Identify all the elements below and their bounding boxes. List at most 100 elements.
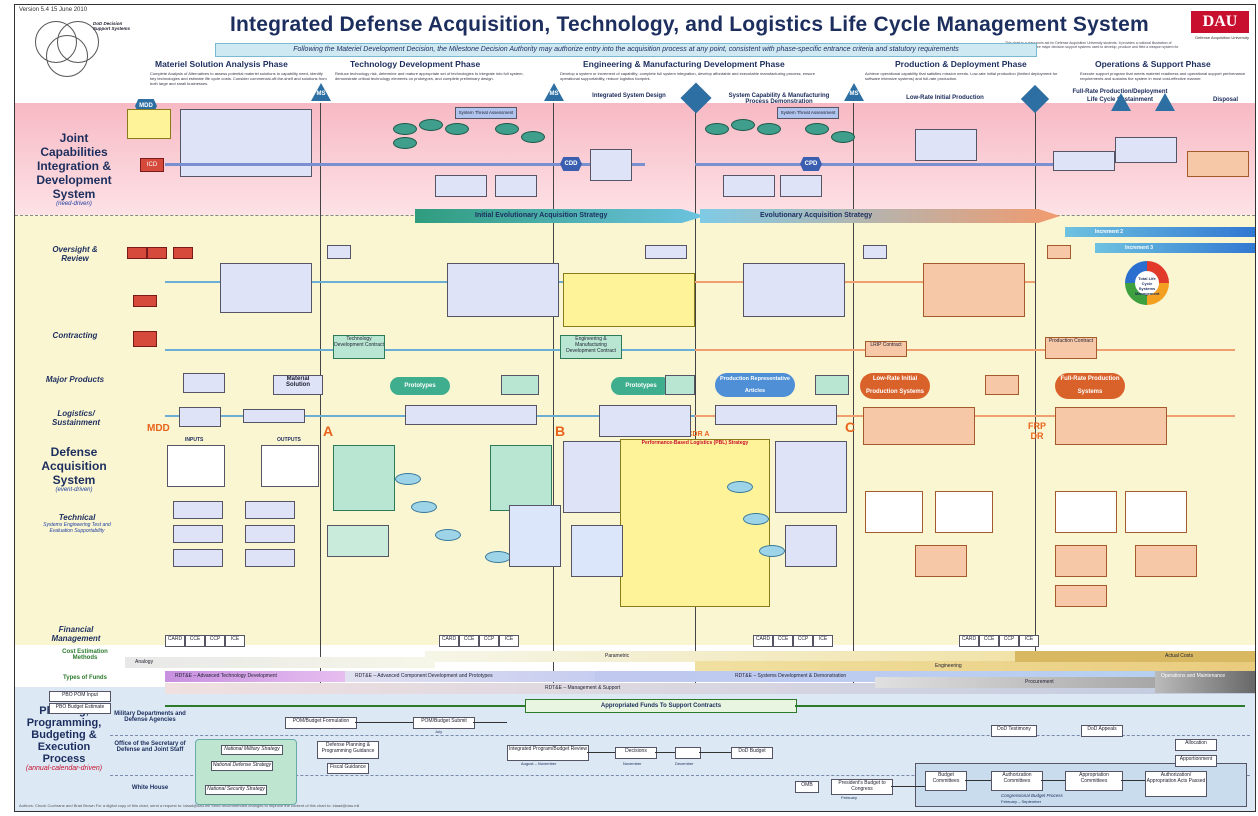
oversight-box: [645, 245, 687, 259]
november-label: November: [623, 761, 642, 766]
appropriated-line: [165, 705, 525, 707]
pbo-pom-input: PBO POM Input: [49, 691, 111, 702]
ppbe-military-depts: Military Departments and Defense Agencie…: [114, 711, 186, 723]
cce-box: CCE: [459, 635, 479, 647]
sta-box: System Threat Assessment: [777, 107, 839, 119]
oversight-box: [327, 245, 351, 259]
technical-outputs-box: [261, 445, 319, 487]
appropriated-line: [795, 705, 1245, 707]
increment-3-arrow: Increment 3: [1095, 243, 1255, 253]
cdd-node: CDD: [560, 157, 582, 171]
ccp-box: CCP: [205, 635, 225, 647]
ppbe-lane-divider: [110, 735, 1250, 736]
presidents-budget-box: President's Budget to Congress: [831, 779, 893, 795]
phase-desc-pd: Achieve operational capability that sati…: [865, 71, 1058, 81]
rdte-acd-band: RDT&E – Advanced Component Development a…: [345, 671, 655, 682]
pom-budget-formulation: POM/Budget Formulation: [285, 717, 357, 729]
procurement-band: Procurement: [875, 677, 1255, 688]
initial-product-baseline-box: [815, 375, 849, 395]
parametric-band: Parametric: [425, 651, 1085, 662]
actual-costs-band: Actual Costs: [1015, 651, 1255, 662]
jcids-review-box: [590, 149, 632, 181]
jcids-review-oval: [521, 131, 545, 143]
decisions-box: Decisions: [615, 747, 657, 759]
defense-planning-box: Defense Planning & Programming Guidance: [317, 741, 379, 759]
ice-box: ICE: [499, 635, 519, 647]
rdte-atd-band: RDT&E – Advanced Technology Development: [165, 671, 355, 682]
ppbe-lane-divider: [110, 775, 1250, 776]
inputs-label: INPUTS: [185, 437, 204, 443]
jcids-review-oval: [705, 123, 729, 135]
phase-desc-os: Execute support program that meets mater…: [1080, 71, 1246, 81]
sub-phase-frp: Full-Rate Production/Deployment: [1072, 89, 1168, 95]
ppbe-white-house: White House: [131, 785, 169, 791]
cce-box: CCE: [773, 635, 793, 647]
prototypes-1: Prototypes: [390, 377, 450, 395]
ppbe-flow-line: [1041, 780, 1065, 781]
ppbe-flow-line: [473, 722, 507, 723]
jcids-review-box: [435, 175, 487, 197]
oversight-box: [863, 245, 887, 259]
technical-outputs-box: [775, 441, 847, 513]
apportionment-box: Apportionment: [1175, 755, 1217, 767]
jcids-review-box: [780, 175, 822, 197]
contracting-line: [165, 349, 695, 351]
card-box: CARD: [439, 635, 459, 647]
se-process-oval: [395, 473, 421, 485]
ppbe-flow-line: [1121, 780, 1145, 781]
integrated-program-review: Integrated Program/Budget Review: [507, 745, 589, 761]
ccp-box: CCP: [999, 635, 1019, 647]
final-product-box: [985, 375, 1019, 395]
chart-frame: Version 5.4 15 June 2010 DoD Decision Su…: [14, 4, 1256, 812]
dod-budget-box: DoD Budget: [731, 747, 773, 759]
oversight-red-box: [133, 331, 157, 347]
oversight-red-box: [147, 247, 167, 259]
ppbe-flow-line: [355, 722, 413, 723]
technical-outputs-box: [935, 491, 993, 533]
technical-inputs-box: [1055, 491, 1117, 533]
oversight-red-box: [127, 247, 147, 259]
foc-marker: [1155, 93, 1175, 111]
frp-dr-label: FRP DR: [1028, 421, 1046, 441]
ms-a-marker: MS: [311, 83, 331, 101]
jcids-acronyms-box: [180, 109, 312, 177]
oversight-line: [165, 281, 695, 283]
jcids-review-box: [495, 175, 537, 197]
row-label-logistics: Logistics/ Sustainment: [51, 409, 100, 427]
jcids-review-oval: [731, 119, 755, 131]
technical-inputs-box: [167, 445, 225, 487]
logistics-box: [179, 407, 221, 427]
rdte-sdd-band: RDT&E – Systems Development & Demonstrat…: [595, 671, 1155, 682]
phase-msa: Materiel Solution Analysis Phase: [155, 59, 288, 69]
dau-logo-subtitle: Defense Acquisition University: [1195, 35, 1249, 40]
phase-desc-emd: Develop a system or increment of capabil…: [560, 71, 815, 81]
ioc-marker: [1111, 93, 1131, 111]
phase-divider: [320, 103, 321, 688]
card-box: CARD: [165, 635, 185, 647]
dod-testimony-box: DoD Testimony: [991, 725, 1037, 737]
ice-box: ICE: [813, 635, 833, 647]
types-of-funds-label: Types of Funds: [63, 675, 107, 681]
jcids-review-oval: [805, 123, 829, 135]
jcids-review-box: [1053, 151, 1115, 171]
ppbe-flow-line: [655, 752, 675, 753]
dau-logo: DAU: [1191, 11, 1249, 33]
row-label-major-products: Major Products: [45, 375, 105, 384]
technical-inputs-box: [563, 441, 621, 513]
se-process-oval: [411, 501, 437, 513]
row-label-jcids: Joint Capabilities Integration & Develop…: [36, 131, 112, 207]
technical-box: [245, 525, 295, 543]
strategic-guidance-box: [127, 109, 171, 139]
jcids-review-box: [1115, 137, 1177, 163]
ccp-box: CCP: [793, 635, 813, 647]
row-label-ppbe: Planning, Programming, Budgeting & Execu…: [25, 705, 103, 772]
omb-box: OMB: [795, 781, 819, 793]
technical-box: [173, 501, 223, 519]
analogy-band: Analogy: [125, 657, 435, 668]
pom-budget-submit: POM/Budget Submit: [413, 717, 475, 729]
ppbe-flow-line: [699, 752, 731, 753]
tdc-box: Technology Development Contract: [333, 335, 385, 359]
cpd-node: CPD: [800, 157, 822, 171]
ice-box: ICE: [225, 635, 245, 647]
authorization-committees-box: Authorization Committees: [991, 771, 1043, 791]
